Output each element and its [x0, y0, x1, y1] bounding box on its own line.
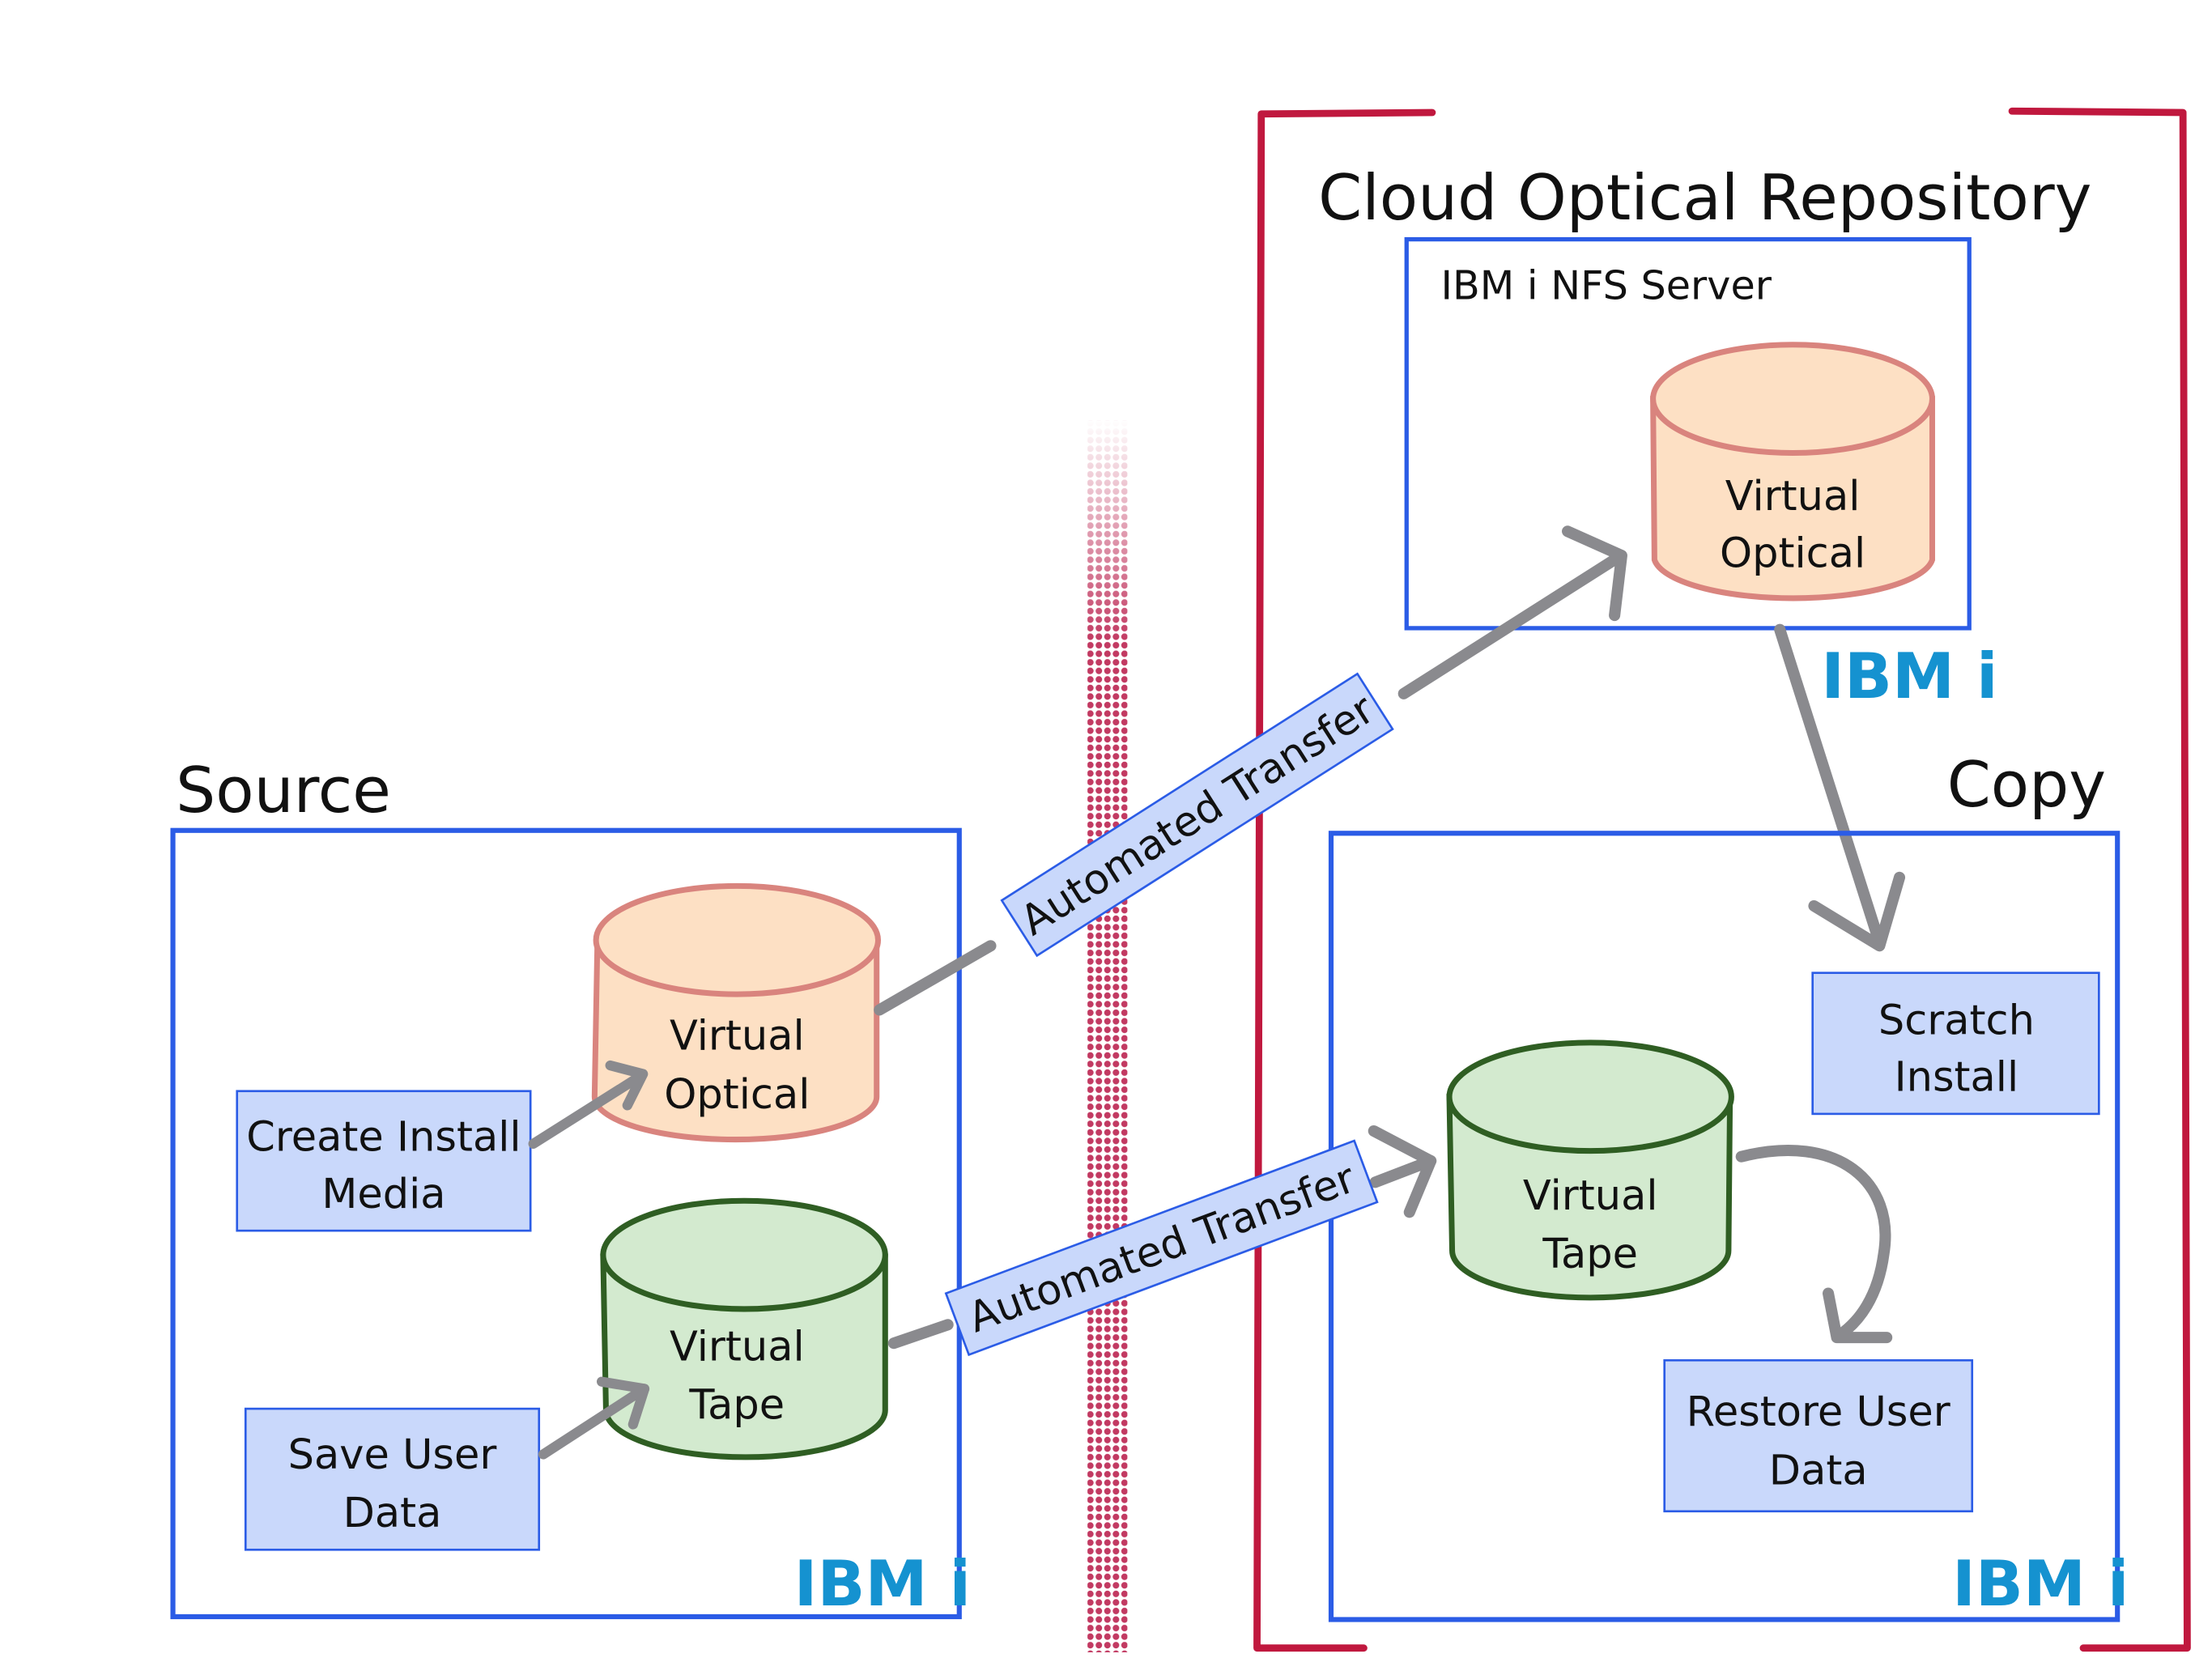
restore-user-data-label: Data	[1769, 1447, 1868, 1494]
tape-transfer-arrow	[887, 1124, 1437, 1350]
scratch-install-label: Install	[1895, 1054, 2019, 1102]
cloud-to-scratch-arrow	[1774, 623, 1906, 952]
source-system-box	[170, 827, 962, 1620]
source-optical-label: Virtual	[670, 1013, 805, 1061]
source-tape-label: Virtual	[670, 1323, 805, 1371]
source-optical-label: Optical	[664, 1071, 810, 1119]
save-to-tape-arrow	[538, 1376, 650, 1460]
cloud-optical-label: Optical	[1720, 529, 1865, 577]
copy-system-box	[1328, 831, 2121, 1622]
source-title: Source	[176, 755, 391, 827]
source-virtual-optical-cylinder: Virtual Optical	[591, 882, 882, 1143]
tape-transfer-label-box: Automated Transfer	[944, 1139, 1379, 1357]
save-user-data-label: Data	[343, 1490, 442, 1537]
copy-title: Copy	[1947, 749, 2106, 822]
copy-ibm-i-badge: IBM i	[1952, 1548, 2129, 1621]
create-install-media-label: Media	[321, 1171, 445, 1218]
optical-transfer-arrow	[874, 525, 1627, 1016]
cloud-repository-title: Cloud Optical Repository	[1318, 162, 2091, 235]
scratch-install-label: Scratch	[1878, 997, 2035, 1044]
cloud-optical-label: Virtual	[1725, 473, 1861, 521]
tape-transfer-label: Automated Transfer	[962, 1154, 1361, 1342]
tape-to-restore-arrow	[1735, 1145, 1893, 1344]
save-user-data-label: Save User	[288, 1431, 497, 1479]
create-install-media-box: Create Install Media	[236, 1090, 532, 1232]
nfs-server-label: IBM i NFS Server	[1440, 261, 1772, 308]
scratch-install-box: Scratch Install	[1811, 971, 2100, 1116]
save-user-data-box: Save User Data	[244, 1407, 541, 1551]
cloud-repository-bracket	[1253, 107, 2191, 1652]
restore-user-data-box: Restore User Data	[1663, 1358, 1974, 1513]
source-virtual-tape-cylinder: Virtual Tape	[600, 1197, 888, 1460]
cloud-virtual-optical-cylinder: Virtual Optical	[1650, 342, 1935, 602]
optical-transfer-label: Automated Transfer	[1013, 686, 1383, 946]
copy-virtual-tape-cylinder: Virtual Tape	[1446, 1039, 1734, 1301]
source-ibm-i-badge: IBM i	[794, 1548, 971, 1621]
nfs-server-box	[1404, 236, 1972, 631]
source-tape-label: Tape	[688, 1381, 785, 1429]
copy-tape-label: Virtual	[1523, 1172, 1658, 1220]
cloud-ibm-i-badge: IBM i	[1821, 640, 1997, 713]
restore-user-data-label: Restore User	[1687, 1388, 1950, 1436]
optical-transfer-label-box: Automated Transfer	[1000, 672, 1394, 958]
copy-tape-label: Tape	[1542, 1231, 1638, 1278]
create-to-optical-arrow	[528, 1060, 649, 1149]
create-install-media-label: Create Install	[246, 1114, 521, 1162]
network-divider	[1083, 420, 1132, 1652]
